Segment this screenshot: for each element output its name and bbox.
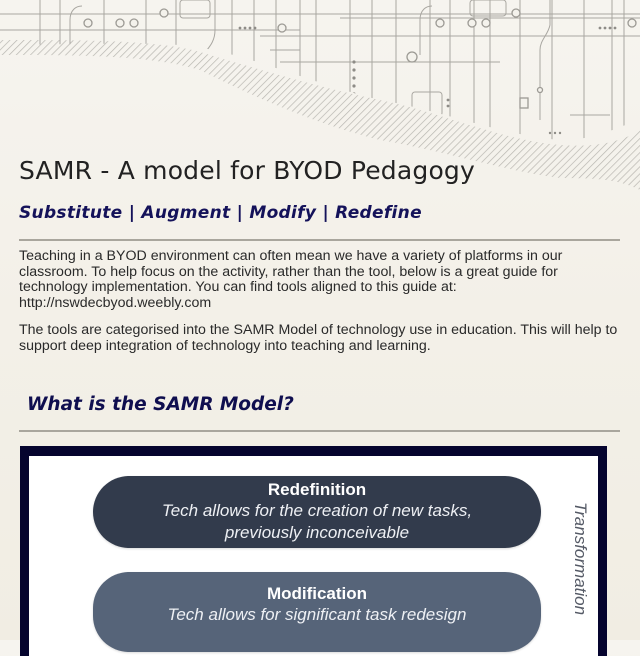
samr-level-redefinition: Redefinition Tech allows for the creatio… xyxy=(93,476,541,548)
level-description: Tech allows for significant task redesig… xyxy=(167,605,467,624)
samr-level-modification: Modification Tech allows for significant… xyxy=(93,572,541,652)
transformation-label: Transformation xyxy=(560,502,590,652)
intro-paragraph-2: The tools are categorised into the SAMR … xyxy=(19,322,618,354)
section-title: What is the SAMR Model? xyxy=(27,394,294,415)
level-description: previously inconceivable xyxy=(224,523,410,542)
level-name: Redefinition xyxy=(267,480,367,499)
page-subtitle: Substitute | Augment | Modify | Redefine xyxy=(19,203,422,223)
divider xyxy=(19,430,620,432)
divider xyxy=(19,239,620,241)
intro-paragraph: Teaching in a BYOD environment can often… xyxy=(19,248,619,311)
transformation-label-text: Transformation xyxy=(571,502,590,616)
samr-diagram-frame: Redefinition Tech allows for the creatio… xyxy=(20,446,607,656)
intro-text: Teaching in a BYOD environment can often… xyxy=(19,248,563,295)
samr-diagram: Redefinition Tech allows for the creatio… xyxy=(29,456,598,656)
level-name: Modification xyxy=(266,584,368,603)
level-description: Tech allows for the creation of new task… xyxy=(161,501,473,520)
circuit-header-illustration xyxy=(0,0,640,190)
page-title: SAMR - A model for BYOD Pedagogy xyxy=(19,156,475,185)
intro-link[interactable]: http://nswdecbyod.weebly.com xyxy=(19,294,212,311)
